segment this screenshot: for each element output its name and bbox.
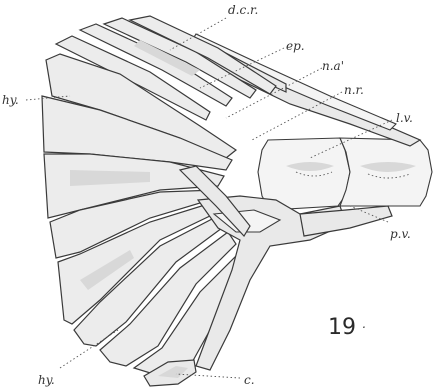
- label-hy-top: hy.: [2, 93, 19, 107]
- label-ep: ep.: [286, 39, 305, 53]
- label-pv: p.v.: [390, 227, 411, 241]
- figure-number: 19: [328, 315, 356, 340]
- vertebra-terminal: [340, 138, 432, 206]
- label-hy-bottom: hy.: [38, 373, 55, 387]
- label-dcr: d.c.r.: [228, 3, 258, 17]
- label-c: c.: [244, 373, 255, 387]
- figure-number-tick: .: [362, 317, 366, 331]
- vertebral-column: [258, 138, 432, 210]
- label-na1: n.a': [322, 59, 344, 73]
- label-nr: n.r.: [344, 83, 364, 97]
- haemal-spine-lower: [300, 206, 392, 236]
- label-lv: l.v.: [396, 111, 413, 125]
